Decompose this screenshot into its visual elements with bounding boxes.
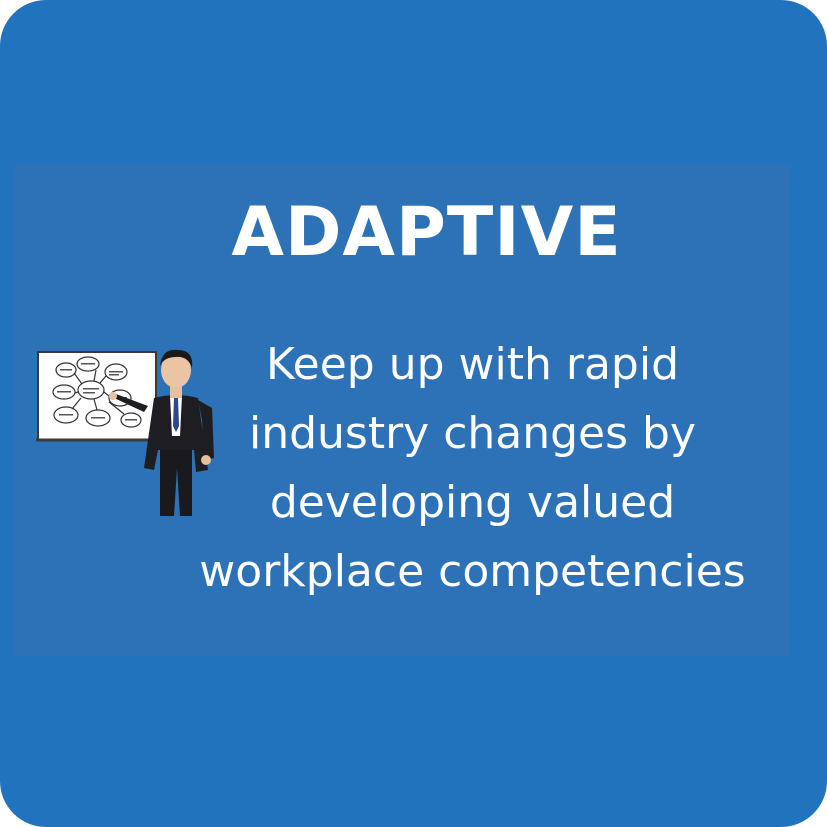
tile-description: Keep up with rapid industry changes by d… [199, 339, 746, 597]
presenter-at-whiteboard-icon [36, 349, 214, 516]
tile-heading: ADAPTIVE [231, 193, 622, 272]
